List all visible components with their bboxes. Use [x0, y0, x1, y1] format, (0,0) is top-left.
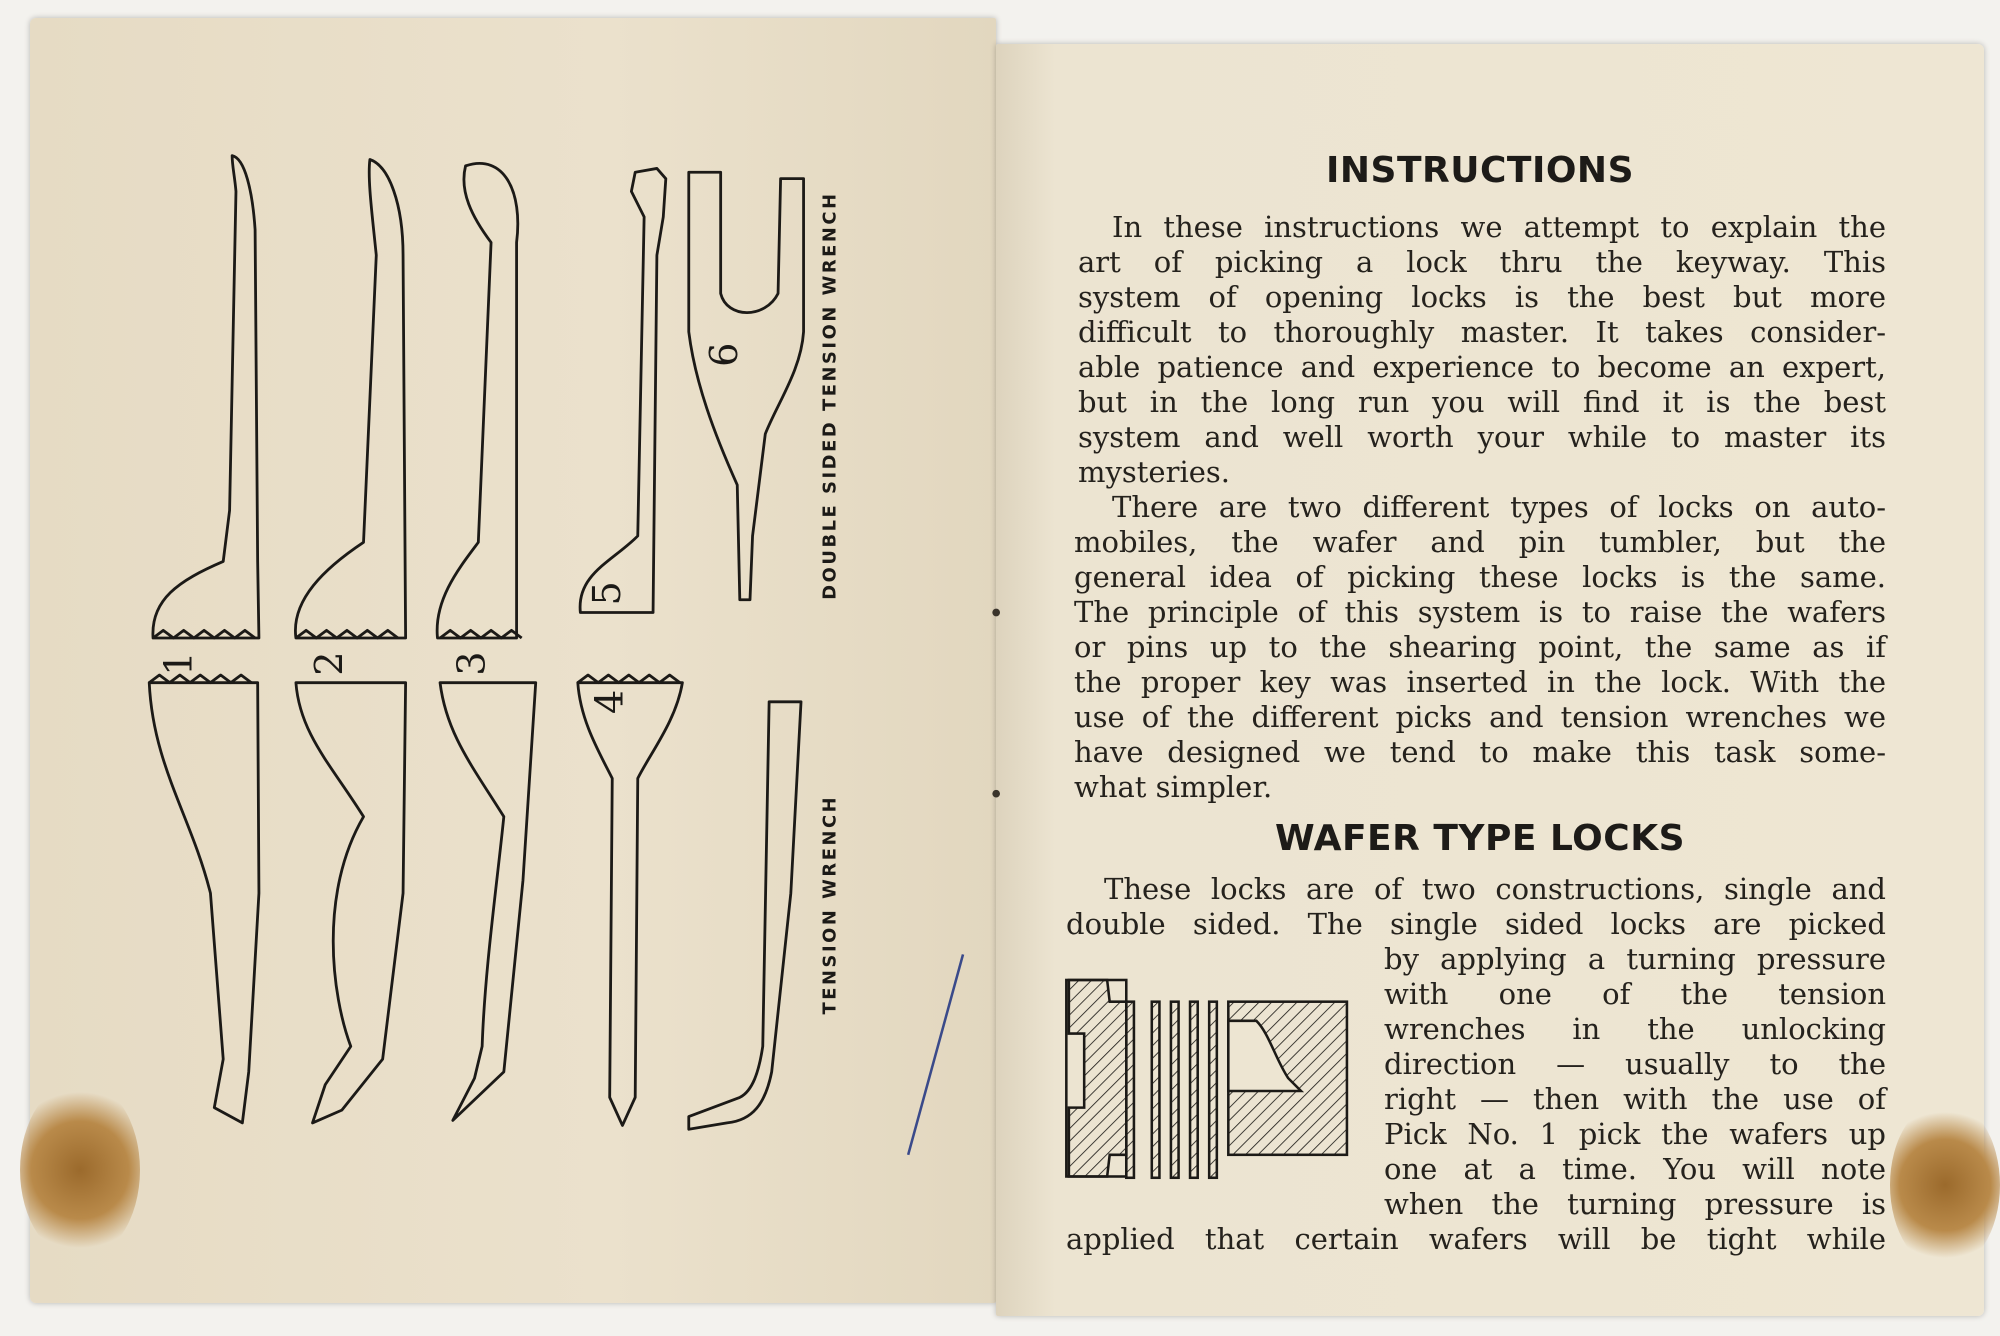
pick-3-upper	[435, 162, 520, 640]
text-line: mobiles, the wafer and pin tumbler, but …	[1074, 525, 1886, 559]
text-line: system and well worth your while to mast…	[1078, 420, 1886, 454]
left-page	[30, 18, 996, 1303]
text-line: use of the different picks and tension w…	[1074, 700, 1886, 734]
tool-number-4: 4	[587, 690, 632, 714]
text-line: have designed we tend to make this task …	[1074, 735, 1886, 769]
double-tension-wrench	[687, 170, 805, 602]
stain	[20, 1080, 140, 1260]
text-line: difficult to thoroughly master. It takes…	[1078, 315, 1886, 349]
text-line: applied that certain wafers will be tigh…	[1066, 1222, 1886, 1256]
tool-number-6: 6	[702, 343, 747, 367]
text-line: general idea of picking these locks is t…	[1074, 560, 1886, 594]
wafer-lock-diagram	[1065, 978, 1349, 1180]
text-line: direction — usually to the	[1384, 1047, 1886, 1081]
text-line: by applying a turning pressure	[1384, 942, 1886, 976]
tool-number-2: 2	[307, 651, 352, 675]
text-line: In these instructions we attempt to expl…	[1112, 210, 1886, 244]
pick-2-upper	[294, 158, 408, 640]
tool-number-5: 5	[585, 581, 630, 605]
pick-1-lower	[147, 681, 261, 1125]
text-line: wrenches in the unlocking	[1384, 1012, 1886, 1046]
text-line: double sided. The single sided locks are…	[1066, 907, 1886, 941]
text-line: but in the long run you will find it is …	[1078, 385, 1886, 419]
text-line: The principle of this system is to raise…	[1074, 595, 1886, 629]
text-line: one at a time. You will note	[1384, 1152, 1886, 1186]
text-line: or pins up to the shearing point, the sa…	[1074, 630, 1886, 664]
double-tension-wrench-label: DOUBLE SIDED TENSION WRENCH	[819, 191, 840, 599]
pen-mark	[906, 954, 965, 1156]
text-line: when the turning pressure is	[1384, 1187, 1886, 1221]
text-line: art of picking a lock thru the keyway. T…	[1078, 245, 1886, 279]
text-line: able patience and experience to become a…	[1078, 350, 1886, 384]
text-line: right — then with the use of	[1384, 1082, 1886, 1116]
page-title: INSTRUCTIONS	[1326, 150, 1634, 191]
tool-number-3: 3	[450, 651, 495, 675]
text-line: There are two different types of locks o…	[1112, 490, 1886, 524]
text-line: what simpler.	[1074, 770, 1273, 804]
text-line: These locks are of two constructions, si…	[1104, 872, 1886, 906]
tool-number-1: 1	[156, 651, 201, 675]
tension-wrench	[687, 700, 803, 1131]
section-heading-wafer: WAFER TYPE LOCKS	[1274, 818, 1686, 859]
pick-1-upper	[151, 154, 261, 640]
pick-2-lower	[294, 681, 408, 1125]
text-line: system of opening locks is the best but …	[1078, 280, 1886, 314]
stain	[1890, 1100, 2000, 1270]
pick-3-lower	[438, 681, 538, 1122]
tension-wrench-label: TENSION WRENCH	[819, 795, 840, 1015]
pick-5	[578, 167, 668, 614]
text-line: mysteries.	[1078, 455, 1230, 489]
text-line: with one of the tension	[1384, 977, 1886, 1011]
text-line: the proper key was inserted in the lock.…	[1074, 665, 1886, 699]
text-line: Pick No. 1 pick the wafers up	[1384, 1117, 1886, 1151]
pick-4	[576, 681, 684, 1127]
